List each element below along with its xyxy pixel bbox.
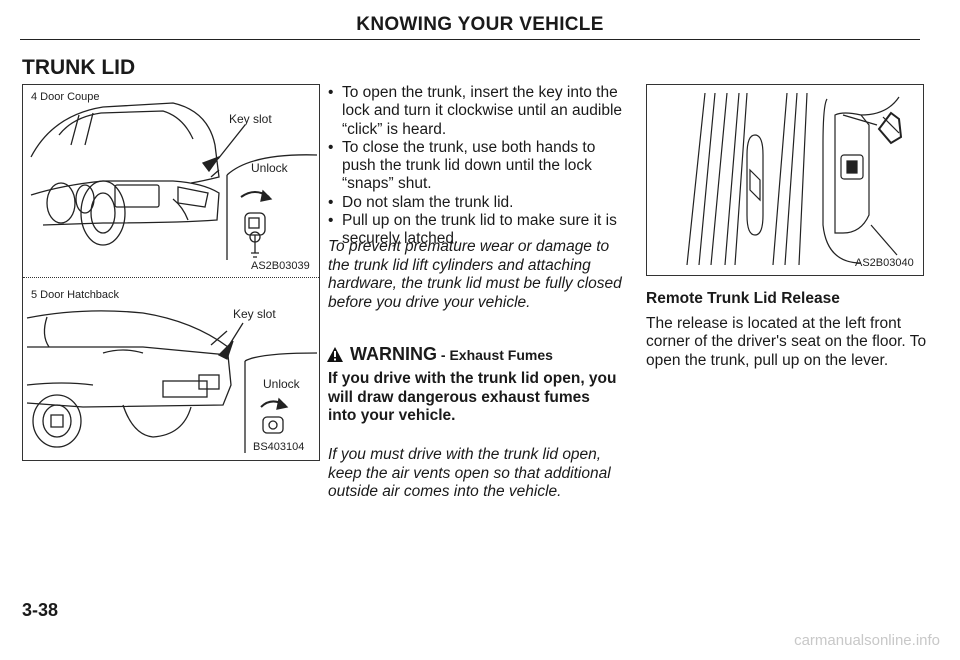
trunk-lock-illustrations <box>26 102 318 453</box>
warning-note: If you must drive with the trunk lid ope… <box>328 446 611 500</box>
figure-divider <box>23 277 319 278</box>
caution-paragraph: To prevent premature wear or damage to t… <box>328 238 622 311</box>
page-number: 3-38 <box>22 600 59 620</box>
warning-label: WARNING <box>350 344 437 364</box>
hatchback-caption: 5 Door Hatchback <box>31 289 120 301</box>
page-header-title: KNOWING YOUR VEHICLE <box>356 14 604 35</box>
instruction-open: To open the trunk, insert the key into t… <box>328 84 628 139</box>
hatchback-figure-code: BS403104 <box>253 441 305 453</box>
section-title: TRUNK LID <box>22 56 136 79</box>
remote-release-illustration <box>686 92 903 266</box>
warning-body: If you drive with the trunk lid open, yo… <box>328 370 617 424</box>
watermark: carmanualsonline.info <box>794 632 940 649</box>
instruction-close: To close the trunk, use both hands to pu… <box>328 139 628 194</box>
coupe-figure-code: AS2B03039 <box>251 260 310 272</box>
instruction-check-latch: Pull up on the trunk lid to make sure it… <box>328 212 628 249</box>
hatchback-key-slot-label: Key slot <box>233 307 276 321</box>
warning-subtitle: - Exhaust Fumes <box>437 347 553 363</box>
header-rule <box>20 39 920 40</box>
warning-triangle-icon <box>326 346 344 368</box>
hatchback-unlock-label: Unlock <box>263 377 300 391</box>
coupe-caption: 4 Door Coupe <box>31 91 100 103</box>
coupe-key-slot-label: Key slot <box>229 112 272 126</box>
instruction-no-slam: Do not slam the trunk lid. <box>328 194 628 213</box>
remote-release-title: Remote Trunk Lid Release <box>646 290 840 307</box>
remote-release-body: The release is located at the left front… <box>646 315 927 369</box>
coupe-unlock-label: Unlock <box>251 161 288 175</box>
remote-release-figure: AS2B03040 <box>646 84 924 276</box>
warning-heading: WARNING - Exhaust Fumes <box>326 344 553 368</box>
trunk-instructions-list: To open the trunk, insert the key into t… <box>328 84 628 249</box>
remote-figure-code: AS2B03040 <box>855 257 914 269</box>
trunk-lock-figure: 4 Door Coupe Key slot Unlock AS2B03039 5… <box>22 84 320 461</box>
